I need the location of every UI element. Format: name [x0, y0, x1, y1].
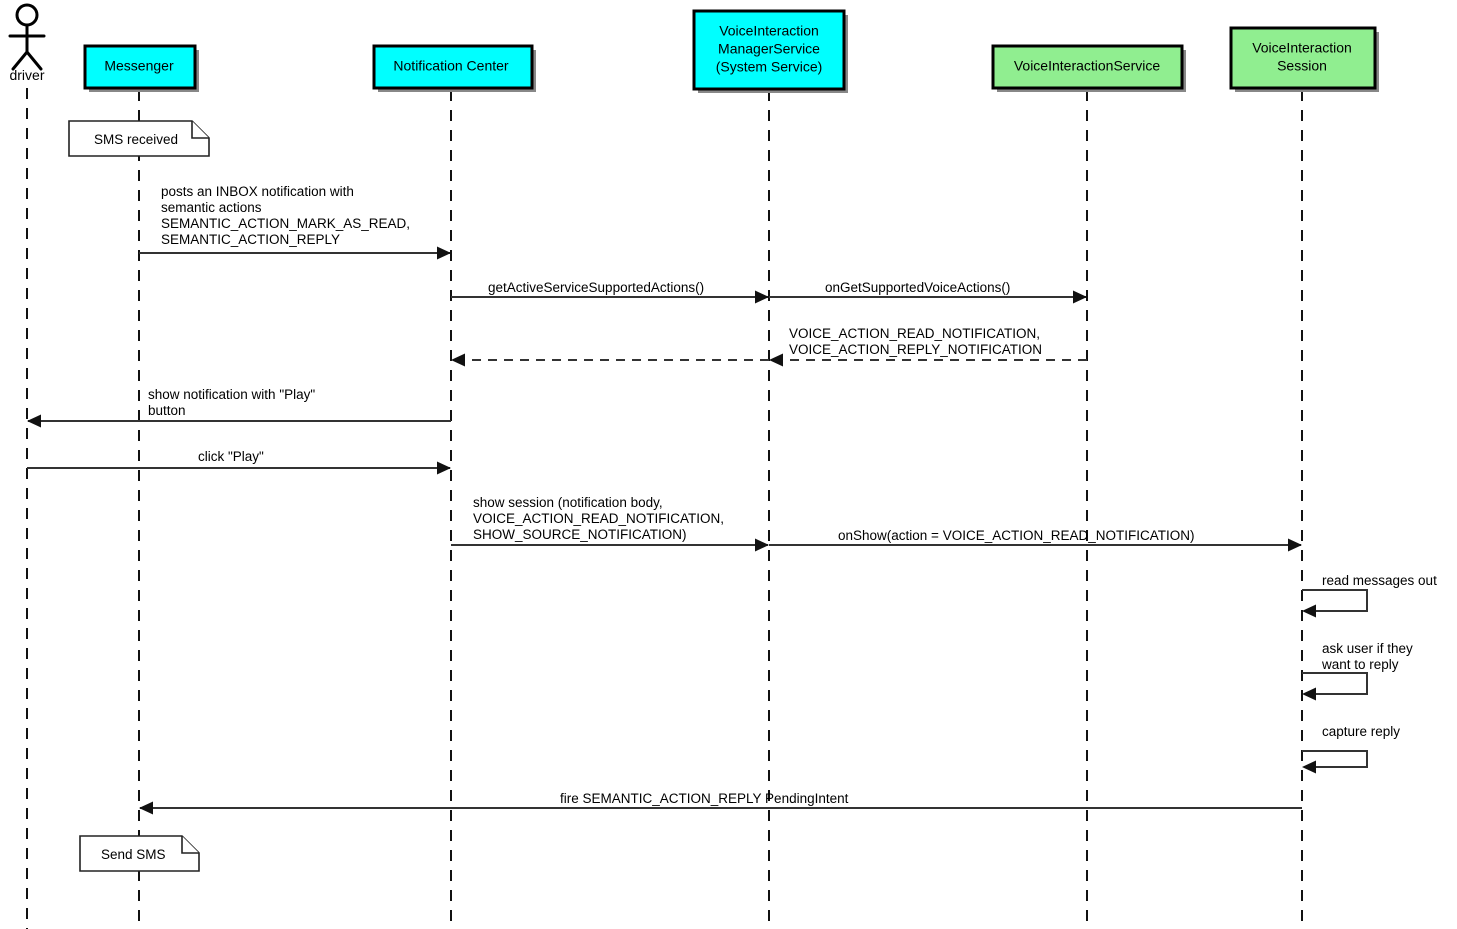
message-post-inbox-notification[interactable]: posts an INBOX notification withsemantic…: [139, 184, 451, 260]
self-message-label-capture-reply: capture reply: [1322, 724, 1400, 739]
message-label-post-inbox-notification: posts an INBOX notification with: [161, 184, 354, 199]
self-message-arrowhead-icon: [1302, 687, 1316, 701]
self-message-label-ask-user-if-they-want-to-reply: ask user if they: [1322, 641, 1413, 656]
message-label-post-inbox-notification: SEMANTIC_ACTION_REPLY: [161, 232, 340, 247]
self-message-capture-reply[interactable]: capture reply: [1302, 724, 1400, 774]
message-label-return-supported-voice-actions: VOICE_ACTION_REPLY_NOTIFICATION: [789, 342, 1042, 357]
note-fold-corner-icon: [191, 121, 209, 139]
actor-driver[interactable]: driver: [8, 3, 46, 83]
self-message-arrowhead-icon: [1302, 604, 1316, 618]
participant-box[interactable]: [372, 44, 534, 90]
participant-label-voice-interaction-manager-service: VoiceInteraction: [719, 23, 819, 39]
note-label-note-send-sms: Send SMS: [101, 847, 166, 862]
message-arrowhead-icon: [437, 461, 451, 475]
message-arrowhead-icon: [1073, 290, 1087, 304]
participant-voice-interaction-service[interactable]: VoiceInteractionService: [991, 44, 1186, 92]
participant-boxes-group: Messenger Notification Center VoiceInterac…: [83, 9, 1379, 93]
actor-leg-right-icon: [25, 50, 43, 71]
message-label-on-show: onShow(action = VOICE_ACTION_READ_NOTIFI…: [838, 528, 1194, 543]
self-message-arrowhead-icon: [1302, 760, 1316, 774]
actor-leg-left-icon: [11, 50, 29, 71]
message-label-show-notification-with-play-button: show notification with "Play": [148, 387, 315, 402]
participant-box[interactable]: [83, 44, 197, 90]
message-on-get-supported-voice-actions[interactable]: onGetSupportedVoiceActions(): [769, 280, 1087, 304]
participant-label-voice-interaction-manager-service: (System Service): [716, 59, 823, 75]
self-message-label-ask-user-if-they-want-to-reply: want to reply: [1321, 657, 1399, 672]
message-arrowhead-icon: [139, 801, 153, 815]
participant-label-voice-interaction-session: VoiceInteraction: [1252, 40, 1352, 56]
message-label-get-active-service-supported-actions: getActiveServiceSupportedActions(): [488, 280, 704, 295]
note-note-sms-received: SMS received: [68, 120, 210, 157]
message-return-supported-voice-actions[interactable]: VOICE_ACTION_READ_NOTIFICATION,VOICE_ACT…: [769, 326, 1087, 367]
message-label-show-session: SHOW_SOURCE_NOTIFICATION): [473, 527, 687, 542]
note-fold-corner-icon: [181, 836, 199, 854]
messages-group: posts an INBOX notification withsemantic…: [27, 184, 1302, 815]
message-arrowhead-icon: [769, 353, 783, 367]
note-label-note-sms-received: SMS received: [94, 132, 178, 147]
message-on-show[interactable]: onShow(action = VOICE_ACTION_READ_NOTIFI…: [769, 528, 1302, 552]
participant-label-voice-interaction-manager-service: ManagerService: [718, 41, 820, 57]
message-click-play[interactable]: click "Play": [27, 449, 451, 475]
message-arrowhead-icon: [755, 538, 769, 552]
participant-box[interactable]: [1229, 26, 1377, 90]
self-message-loop: [1302, 750, 1368, 768]
participant-label-notification-center: Notification Center: [393, 58, 509, 74]
message-arrowhead-icon: [755, 290, 769, 304]
message-label-post-inbox-notification: SEMANTIC_ACTION_MARK_AS_READ,: [161, 216, 410, 231]
actor-head-icon: [15, 3, 39, 27]
message-label-post-inbox-notification: semantic actions: [161, 200, 262, 215]
note-shape: [79, 835, 200, 872]
message-label-fire-semantic-action-reply-pending-intent: fire SEMANTIC_ACTION_REPLY PendingIntent: [560, 791, 849, 806]
message-fire-semantic-action-reply-pending-intent[interactable]: fire SEMANTIC_ACTION_REPLY PendingIntent: [139, 791, 1302, 815]
note-note-send-sms: Send SMS: [79, 835, 200, 872]
participant-label-voice-interaction-session: Session: [1277, 58, 1327, 74]
message-arrowhead-icon: [437, 246, 451, 260]
message-show-session[interactable]: show session (notification body,VOICE_AC…: [451, 495, 769, 552]
message-arrowhead-icon: [451, 353, 465, 367]
participant-messenger[interactable]: Messenger: [83, 44, 199, 92]
message-get-active-service-supported-actions[interactable]: getActiveServiceSupportedActions(): [451, 280, 769, 304]
message-label-click-play: click "Play": [198, 449, 264, 464]
note-shape: [68, 120, 210, 157]
message-return-supported-actions-to-notification-center[interactable]: [451, 353, 769, 367]
lifelines-group: [26, 88, 1303, 929]
actor-label-driver: driver: [9, 67, 44, 83]
participant-box[interactable]: [692, 9, 846, 91]
message-show-notification-with-play-button[interactable]: show notification with "Play"button: [27, 387, 451, 428]
self-message-read-messages-out[interactable]: read messages out: [1302, 573, 1437, 618]
participant-label-voice-interaction-service: VoiceInteractionService: [1014, 58, 1161, 74]
message-label-show-notification-with-play-button: button: [148, 403, 186, 418]
participant-notification-center[interactable]: Notification Center: [372, 44, 536, 92]
self-message-label-read-messages-out: read messages out: [1322, 573, 1437, 588]
message-arrowhead-icon: [27, 414, 41, 428]
message-arrowhead-icon: [1288, 538, 1302, 552]
self-message-loop: [1302, 589, 1368, 612]
message-label-show-session: show session (notification body,: [473, 495, 663, 510]
participant-box[interactable]: [991, 44, 1184, 90]
message-label-show-session: VOICE_ACTION_READ_NOTIFICATION,: [473, 511, 724, 526]
participant-label-messenger: Messenger: [104, 58, 174, 74]
message-label-on-get-supported-voice-actions: onGetSupportedVoiceActions(): [825, 280, 1010, 295]
message-label-return-supported-voice-actions: VOICE_ACTION_READ_NOTIFICATION,: [789, 326, 1040, 341]
actor-group: driver: [8, 3, 46, 83]
self-message-loop: [1302, 672, 1368, 695]
